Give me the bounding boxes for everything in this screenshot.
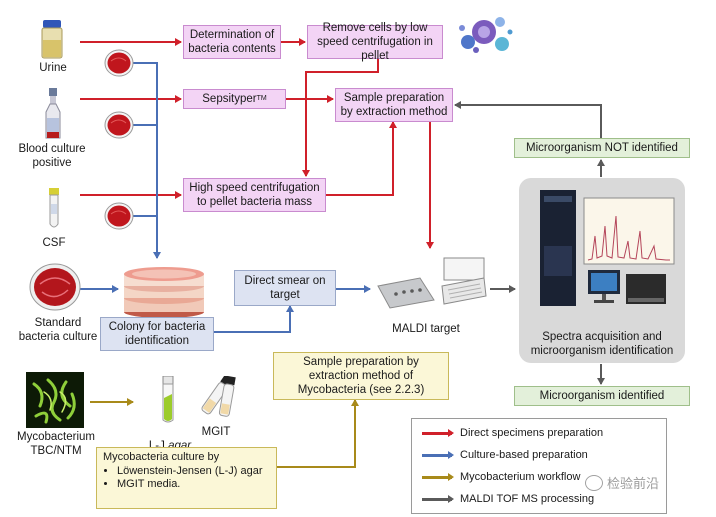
maldi-target-label: MALDI target [392,323,460,335]
urine-agar-plate-icon [104,49,134,77]
remove-cells-box: Remove cells by low speed centrifugation… [307,22,443,62]
sepsityper-tm: TM [256,95,267,102]
direct-smear-box: Direct smear on target [234,270,336,306]
legend-item-direct: Direct specimens preparation [422,425,603,441]
legend-item-maldi: MALDI TOF MS processing [422,491,594,507]
legend-swatch-gold [422,472,454,481]
legend: Direct specimens preparation Culture-bas… [411,418,667,514]
standard-culture-plate-icon [29,263,81,311]
legend-label-myco: Mycobacterium workflow [460,471,581,483]
culture-item-mgit: MGIT media. [117,478,270,492]
csf-agar-plate-icon [104,202,134,230]
arrow-highspeed-sampleprep [326,121,397,196]
legend-item-culture: Culture-based preparation [422,447,588,463]
csf-tube-icon [49,188,59,228]
urine-cup-icon [41,20,63,59]
blood-culture-label: Blood culture positive [18,143,86,169]
watermark: 检验前沿 [585,473,659,492]
mycobacterium-label: Mycobacterium TBC/NTM [17,431,95,457]
csf-label: CSF [42,237,66,249]
urine-label: Urine [39,62,67,74]
legend-label-direct: Direct specimens preparation [460,427,604,439]
wechat-icon [585,474,603,491]
high-speed-centrifugation-box: High speed centrifugation to pellet bact… [183,178,326,212]
spectra-acquisition-label: Spectra acquisition and microorganism id… [530,331,674,357]
not-identified-box: Microorganism NOT identified [514,138,690,158]
colony-identification-box: Colony for bacteria identification [100,317,214,351]
blood-bottle-icon [45,88,61,139]
cells-cluster-icon [459,17,513,53]
arrow-remove-highspeed [302,58,379,177]
arrow-colony-directsmear [214,305,294,333]
myco-sample-preparation-box: Sample preparation by extraction method … [273,352,449,400]
culture-item-lj: Löwenstein-Jensen (L-J) agar [117,465,270,479]
mycobacteria-culture-title: Mycobacteria culture by [103,451,220,463]
watermark-text: 检验前沿 [607,476,660,491]
legend-label-culture: Culture-based preparation [460,449,588,461]
arrow-urine-plate-colony [132,62,161,259]
standard-culture-label: Standard bacteria culture [18,317,98,343]
arrow-notidentified-sampleprep [454,101,602,138]
sample-preparation-box: Sample preparation by extraction method [335,88,453,122]
sepsityper-label: Sepsityper [202,93,257,105]
maldi-target-icon [377,257,487,309]
legend-swatch-blue [422,450,454,459]
legend-swatch-red [422,428,454,437]
mycobacteria-culture-box: Mycobacteria culture by Löwenstein-Jense… [96,447,277,509]
legend-swatch-gray [422,494,454,503]
mycobacteria-culture-list: Löwenstein-Jensen (L-J) agar MGIT media. [103,465,270,492]
legend-item-myco: Mycobacterium workflow [422,469,580,485]
lj-agar-tube-icon [162,376,174,423]
mgit-label: MGIT [201,426,231,438]
determination-bacteria-box: Determination of bacteria contents [183,25,281,59]
blood-agar-plate-icon [104,111,134,139]
colony-plates-stack-icon [124,267,204,318]
mgit-tubes-icon [201,376,236,417]
identified-box: Microorganism identified [514,386,690,406]
arrow-culture-mycoprep [277,399,359,468]
legend-label-maldi: MALDI TOF MS processing [460,493,595,505]
maldi-instrument-icon [540,190,675,306]
mycobacterium-micrograph-icon [26,372,84,428]
